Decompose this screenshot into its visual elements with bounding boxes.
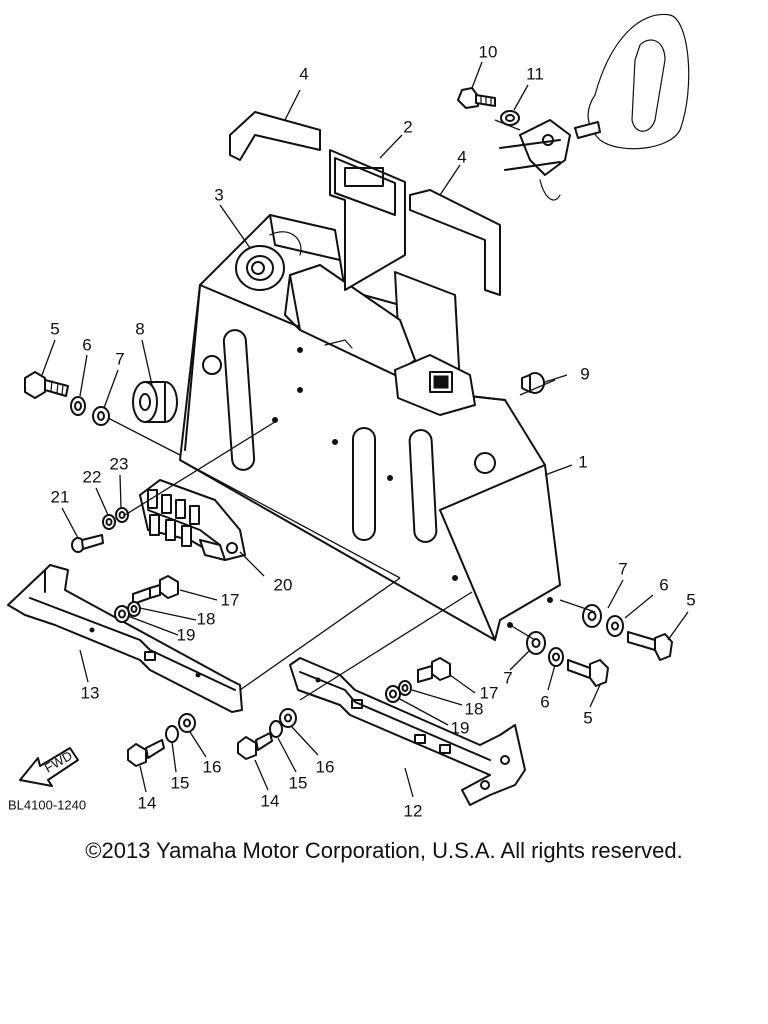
callout-12: 12 — [404, 801, 423, 820]
leader-lines — [41, 61, 689, 798]
washer-part-6-right-upper — [606, 615, 624, 637]
washer-part-22 — [102, 514, 116, 530]
callout-23: 23 — [110, 454, 129, 473]
drawing-code: BL4100-1240 — [8, 797, 86, 812]
rail-part-12 — [289, 657, 526, 806]
callout-4: 4 — [457, 147, 466, 166]
callout-21: 21 — [51, 487, 70, 506]
pad-part-4-left — [229, 111, 321, 161]
washer-part-23 — [115, 507, 129, 523]
grommet-part-3 — [235, 245, 285, 291]
terminal-block-part-20 — [139, 479, 246, 561]
callout-16: 16 — [316, 757, 335, 776]
callout-17: 17 — [480, 683, 499, 702]
callout-5: 5 — [583, 708, 592, 727]
callout-7: 7 — [503, 668, 512, 687]
callout-6: 6 — [659, 575, 668, 594]
callout-4: 4 — [299, 64, 308, 83]
callout-16: 16 — [203, 757, 222, 776]
callout-labels: 4 2 3 4 10 11 5 6 7 8 9 1 21 22 23 20 17… — [50, 42, 695, 820]
forward-arrow-icon: FWD — [19, 747, 79, 787]
screw-part-21 — [71, 534, 104, 553]
bolt-part-5-right-upper — [627, 631, 673, 661]
washer-part-15-right — [269, 720, 283, 738]
callout-19: 19 — [177, 625, 196, 644]
bracket-part-1 — [179, 214, 561, 641]
washer-part-19-right — [385, 685, 401, 703]
callout-3: 3 — [214, 185, 223, 204]
callout-11: 11 — [526, 64, 544, 83]
plate-part-2 — [329, 149, 406, 291]
bolt-part-5-right-lower — [567, 659, 609, 687]
callout-14: 14 — [261, 791, 280, 810]
callout-19: 19 — [451, 718, 470, 737]
callout-5: 5 — [50, 319, 59, 338]
bolt-part-14-left — [127, 739, 165, 767]
bolt-part-17-right — [417, 657, 451, 683]
callout-18: 18 — [197, 609, 216, 628]
washer-part-18-right — [398, 680, 412, 696]
washer-part-19-left — [114, 605, 130, 623]
washer-part-16-left — [178, 713, 196, 733]
callout-17: 17 — [221, 590, 240, 609]
rail-part-13 — [7, 564, 243, 713]
callout-10: 10 — [479, 42, 498, 61]
callout-7: 7 — [115, 349, 124, 368]
washer-part-6-left — [70, 396, 86, 416]
callout-20: 20 — [274, 575, 293, 594]
washer-part-11 — [500, 110, 520, 126]
callout-13: 13 — [81, 683, 100, 702]
bushing-part-8 — [132, 381, 178, 423]
callout-14: 14 — [138, 793, 157, 812]
bolt-part-17-left — [132, 575, 179, 605]
callout-6: 6 — [540, 692, 549, 711]
bolt-part-5-left — [24, 371, 69, 399]
washer-part-7-left — [92, 406, 110, 426]
washer-part-7-right-upper — [582, 604, 602, 628]
callout-6: 6 — [82, 335, 91, 354]
callout-15: 15 — [289, 773, 308, 792]
washer-part-6-right-lower — [548, 647, 564, 667]
washer-part-16-right — [279, 708, 297, 728]
callout-2: 2 — [403, 117, 412, 136]
grip-assembly — [499, 13, 690, 201]
callout-8: 8 — [135, 319, 144, 338]
bolt-part-14-right — [237, 732, 273, 760]
callout-5: 5 — [686, 590, 695, 609]
callout-18: 18 — [465, 699, 484, 718]
callout-7: 7 — [618, 559, 627, 578]
cap-part-9 — [521, 372, 545, 394]
callout-1: 1 — [578, 452, 587, 471]
washer-part-15-left — [165, 725, 179, 743]
callout-9: 9 — [580, 364, 589, 383]
callout-22: 22 — [83, 467, 102, 486]
pad-part-4-right — [409, 189, 501, 296]
copyright-notice: ©2013 Yamaha Motor Corporation, U.S.A. A… — [85, 838, 683, 863]
callout-15: 15 — [171, 773, 190, 792]
bolt-part-10 — [457, 87, 496, 109]
